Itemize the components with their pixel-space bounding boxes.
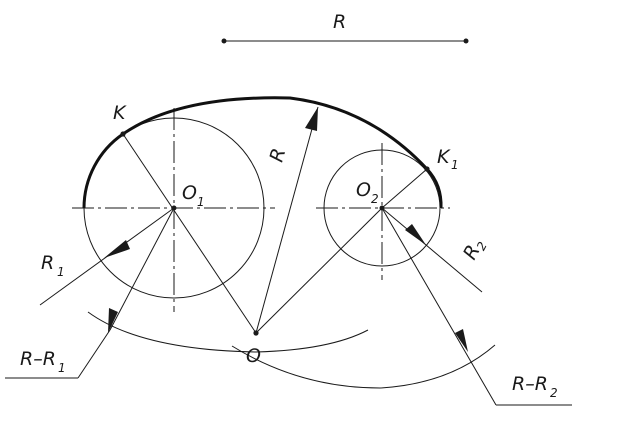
leader-r2 bbox=[381, 207, 483, 293]
label-r1-subscript: 1 bbox=[57, 265, 65, 279]
radius-sample-label: R bbox=[333, 11, 346, 33]
label-r-minus-r2-subscript: 2 bbox=[550, 386, 558, 400]
line-o-to-k bbox=[122, 133, 257, 334]
label-k1: K bbox=[437, 146, 451, 168]
label-r-minus-r2: R–R bbox=[512, 373, 548, 395]
label-o: O bbox=[246, 345, 261, 367]
label-r-minus-r1: R–R bbox=[20, 348, 56, 370]
arc-r-minus-r2 bbox=[231, 344, 496, 389]
leader-r-minus-r2-arrowhead bbox=[455, 329, 468, 352]
leader-r-minus-r1 bbox=[109, 207, 175, 331]
label-r1: R bbox=[41, 252, 54, 274]
label-o1-subscript: 1 bbox=[197, 195, 205, 209]
label-k: K bbox=[113, 102, 127, 124]
radius-sample-end-point bbox=[463, 38, 469, 44]
line-o2-to-k1 bbox=[381, 168, 428, 209]
leader-r2-arrowhead bbox=[405, 224, 426, 245]
label-o2: O bbox=[356, 179, 371, 201]
label-o2-subscript: 2 bbox=[371, 192, 379, 206]
label-r-minus-r1-subscript: 1 bbox=[58, 361, 66, 375]
radius-r-arrowhead bbox=[305, 107, 318, 131]
leader-r-minus-r1-tail bbox=[77, 329, 111, 379]
outer-contour-right-arc bbox=[425, 167, 443, 209]
radius-r-line bbox=[255, 106, 319, 334]
center-o bbox=[253, 330, 259, 336]
outer-contour-left-arc bbox=[82, 132, 124, 209]
outer-contour-conjugation-arc bbox=[122, 96, 429, 171]
leader-r1-arrowhead bbox=[104, 240, 130, 258]
label-o1: O bbox=[182, 182, 197, 204]
leader-r-minus-r2 bbox=[381, 207, 497, 406]
radius-sample-start-point bbox=[221, 38, 227, 44]
label-r-radius: R bbox=[266, 146, 291, 165]
arc-r-minus-r1 bbox=[87, 311, 369, 353]
line-o-to-o2 bbox=[255, 207, 383, 334]
leader-r-minus-r1-arrowhead bbox=[108, 308, 118, 333]
label-k1-subscript: 1 bbox=[451, 158, 459, 172]
